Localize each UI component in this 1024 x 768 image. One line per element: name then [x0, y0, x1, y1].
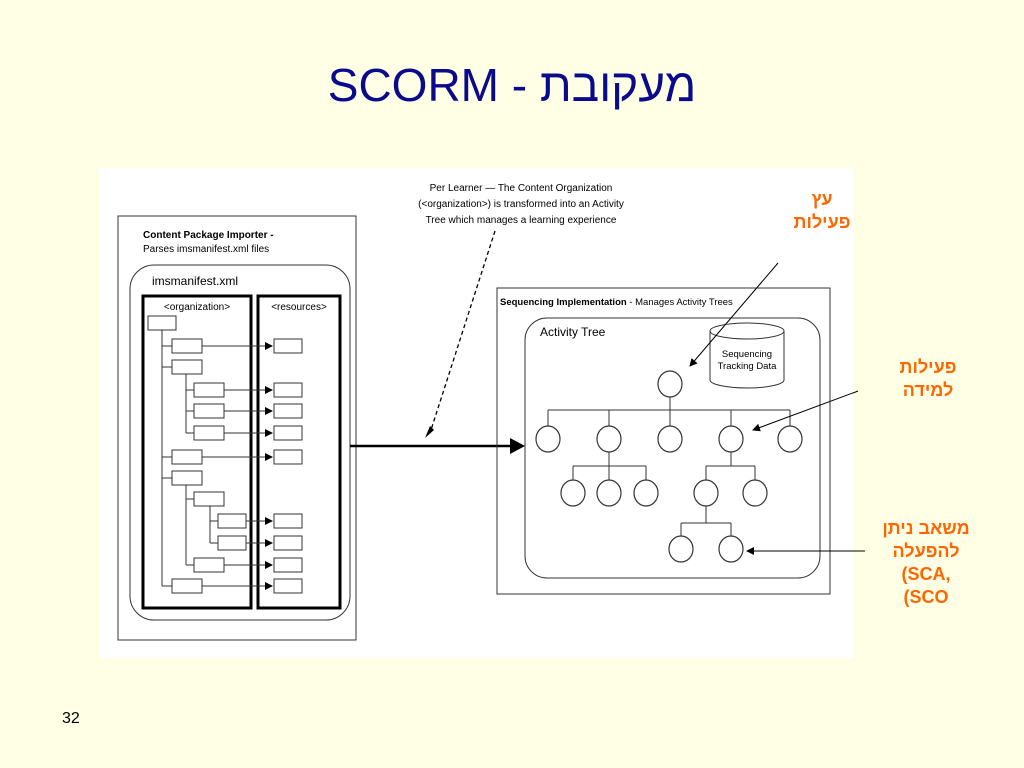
- organization-tree: [147, 315, 247, 594]
- annotation-line: (SCA,: [901, 564, 951, 584]
- sequencing-title-bold: Sequencing Implementation: [500, 297, 627, 308]
- tree-node: [777, 425, 803, 453]
- scorm-diagram: Content Package Importer - Parses imsman…: [100, 168, 853, 658]
- annotation-activity-tree: עץ פעילות: [782, 188, 862, 234]
- transform-arrow-head: [510, 438, 525, 454]
- annotation-line: פעילות: [899, 357, 957, 377]
- tree-node: [668, 535, 694, 563]
- activity-tree-nodes: [535, 370, 803, 563]
- tracking-data-cylinder: [709, 322, 785, 389]
- importer-title: Content Package Importer -: [143, 230, 274, 241]
- note-pointer-head: [425, 426, 434, 438]
- tree-node: [657, 370, 683, 398]
- annotation-line: להפעלה: [892, 541, 960, 561]
- annotation-pointers: [689, 262, 853, 555]
- note-pointer: [429, 230, 496, 434]
- organization-box: [141, 294, 253, 610]
- diagram-svg: Content Package Importer - Parses imsman…: [117, 183, 853, 641]
- db-label-2: Tracking Data: [718, 361, 777, 372]
- tree-node: [633, 479, 659, 507]
- resource-items: [273, 338, 303, 594]
- page-number: 32: [62, 710, 80, 727]
- tree-node: [742, 479, 768, 507]
- tree-node: [718, 425, 744, 453]
- sequencing-title: Sequencing Implementation - Manages Acti…: [500, 297, 733, 308]
- annotation-line: משאב ניתן: [882, 518, 970, 538]
- organization-label: <organization>: [164, 302, 230, 313]
- sequencing-title-rest: - Manages Activity Trees: [627, 297, 733, 308]
- resources-label: <resources>: [271, 302, 327, 313]
- activity-tree-label: Activity Tree: [540, 325, 606, 339]
- activity-tree-box: [524, 317, 821, 579]
- resources-box: [256, 294, 342, 610]
- activity-tree-edges: [547, 397, 791, 536]
- tree-node: [718, 535, 744, 563]
- annotation-line: פעילות: [793, 212, 851, 232]
- annotation-line: עץ: [811, 189, 833, 209]
- tree-node: [693, 479, 719, 507]
- tree-node: [596, 479, 622, 507]
- importer-subtitle: Parses imsmanifest.xml files: [143, 244, 269, 255]
- note-line-2: (<organization>) is transformed into an …: [418, 199, 624, 210]
- note-line-3: Tree which manages a learning experience: [426, 215, 617, 226]
- slide-title: SCORM - מעקובת: [327, 59, 697, 111]
- annotation-learning-activities: פעילות למידה: [888, 356, 968, 402]
- note-line-1: Per Learner — The Content Organization: [430, 183, 613, 194]
- annotation-line: (SCO: [903, 587, 949, 607]
- db-label-1: Sequencing: [722, 349, 772, 360]
- resource-links: [202, 342, 273, 590]
- sequencing-box: [496, 287, 831, 595]
- manifest-box: [129, 264, 351, 621]
- annotation-line: למידה: [902, 380, 954, 400]
- tree-node: [657, 425, 683, 453]
- tree-node: [535, 425, 561, 453]
- annotation-sco: משאב ניתן להפעלה (SCA, (SCO: [866, 517, 986, 609]
- tree-node: [560, 479, 586, 507]
- manifest-label: imsmanifest.xml: [152, 274, 238, 288]
- tree-node: [596, 425, 622, 453]
- importer-box: [117, 215, 357, 641]
